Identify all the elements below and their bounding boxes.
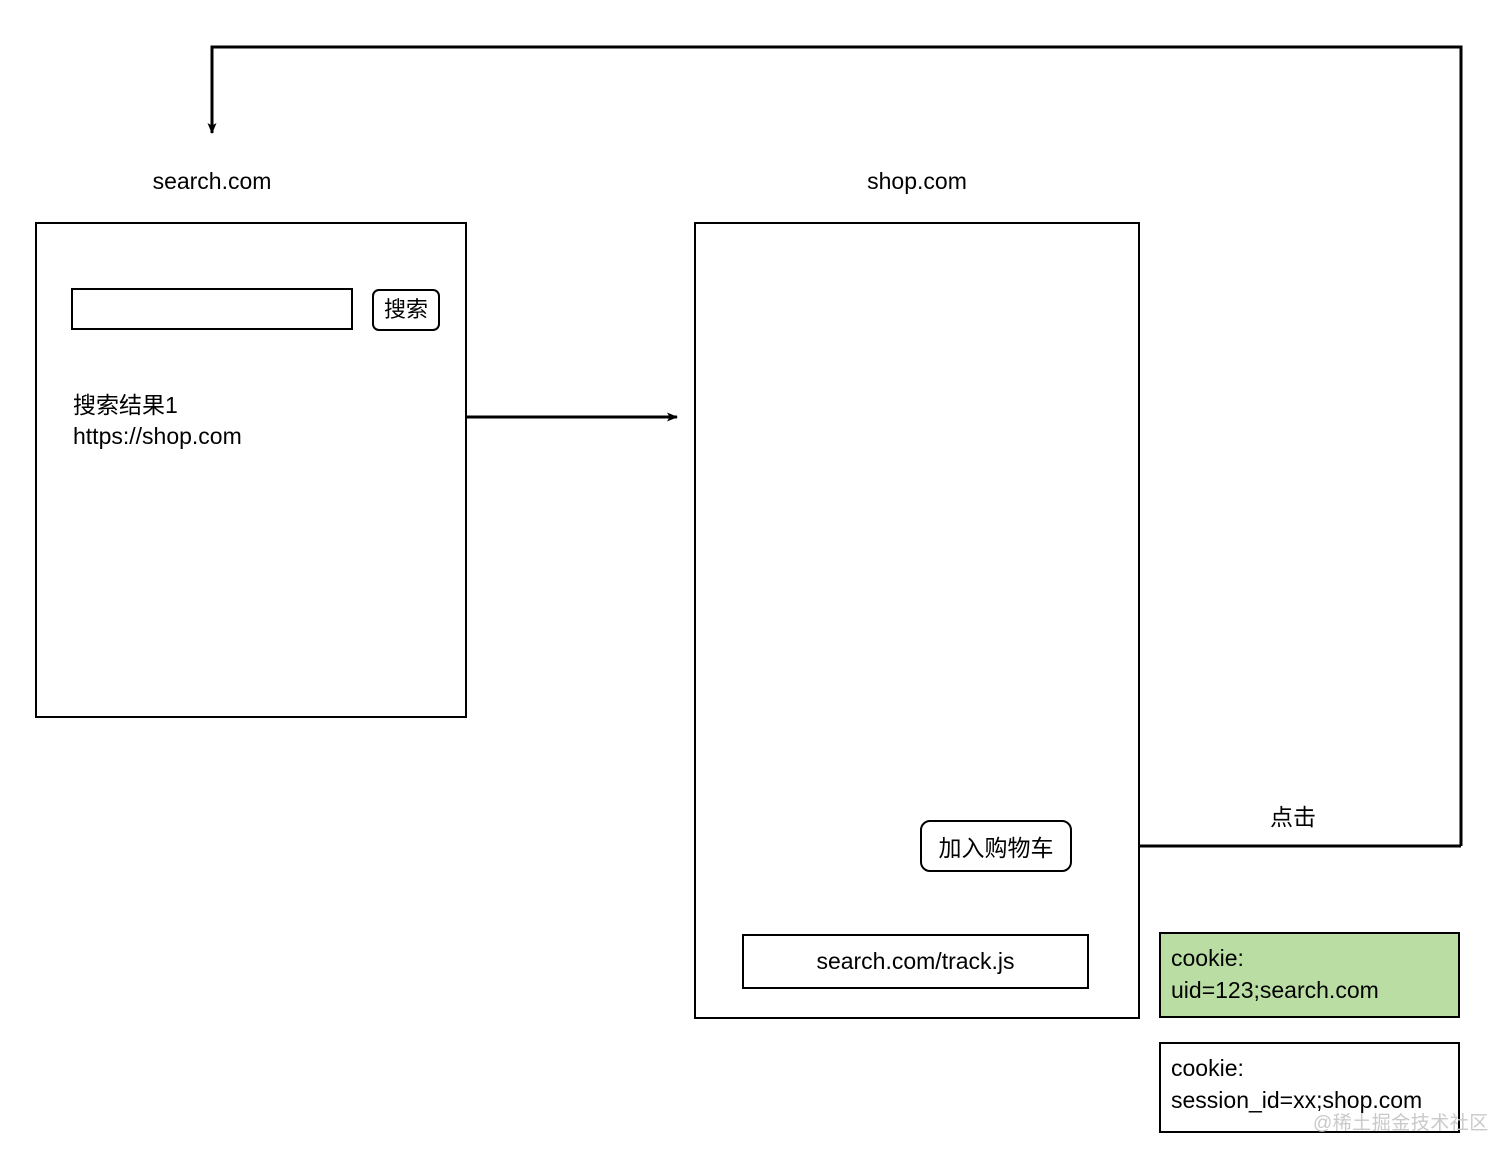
search-result-title: 搜索结果1 bbox=[73, 392, 178, 418]
tracking-script-box: search.com/track.js bbox=[742, 934, 1089, 989]
search-input[interactable] bbox=[71, 288, 353, 330]
cookie-shop-header: cookie: bbox=[1171, 1055, 1244, 1081]
cookie-search-header: cookie: bbox=[1171, 945, 1244, 971]
search-site-title: search.com bbox=[152, 168, 272, 194]
cookie-box-search-com: cookie: uid=123;search.com bbox=[1159, 932, 1460, 1018]
watermark-text: @稀土掘金技术社区 bbox=[1313, 1113, 1489, 1134]
add-to-cart-button[interactable]: 加入购物车 bbox=[920, 820, 1072, 872]
cookie-box-shop-com: cookie: session_id=xx;shop.com bbox=[1159, 1042, 1460, 1133]
shop-site-title: shop.com bbox=[867, 168, 967, 194]
cookie-search-value: uid=123;search.com bbox=[1171, 977, 1379, 1003]
search-result-url[interactable]: https://shop.com bbox=[73, 423, 242, 449]
click-annotation-label: 点击 bbox=[1270, 804, 1316, 830]
shop-site-panel bbox=[694, 222, 1140, 1019]
cookie-shop-value: session_id=xx;shop.com bbox=[1171, 1087, 1423, 1113]
search-result-item[interactable]: 搜索结果1 https://shop.com bbox=[73, 390, 403, 452]
search-submit-button[interactable]: 搜索 bbox=[372, 289, 440, 331]
